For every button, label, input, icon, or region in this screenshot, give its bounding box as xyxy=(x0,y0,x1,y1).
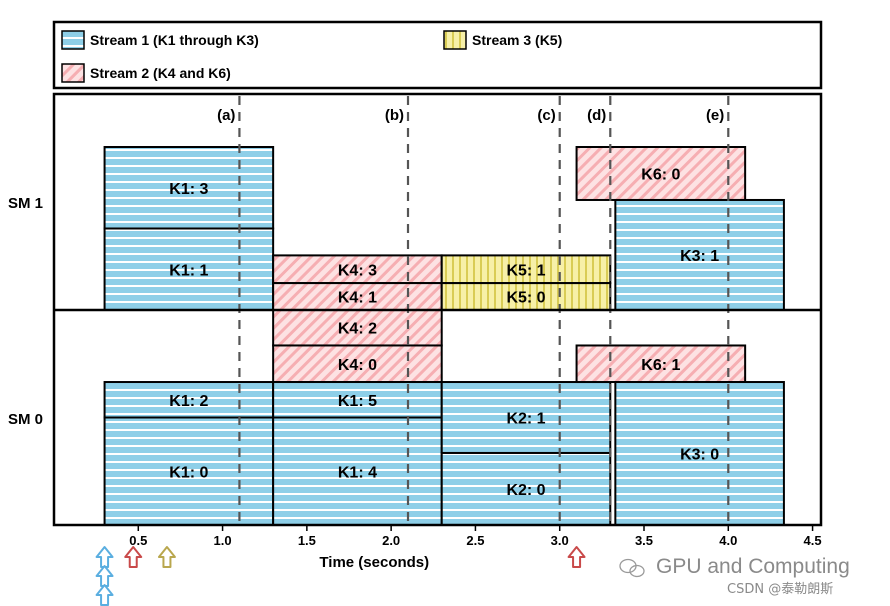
task-label: K1: 5 xyxy=(338,393,377,410)
launch-arrows xyxy=(95,546,586,606)
legend-label: Stream 3 (K5) xyxy=(472,32,562,48)
task-label: K1: 2 xyxy=(169,393,208,410)
watermark-credit: CSDN @泰勒朗斯 xyxy=(727,582,833,597)
task-label: K5: 0 xyxy=(506,290,545,307)
annotation-label: (c) xyxy=(537,107,555,124)
task-bar xyxy=(440,254,612,285)
legend-swatch xyxy=(443,30,467,50)
legend-label: Stream 1 (K1 through K3) xyxy=(90,32,259,48)
task-bar xyxy=(103,381,275,419)
task-label: K5: 1 xyxy=(506,262,545,279)
x-tick-label: 3.0 xyxy=(551,533,569,548)
chart-legend: Stream 1 (K1 through K3) Stream 3 (K5) Str… xyxy=(52,20,823,90)
annotation-label: (b) xyxy=(385,107,404,124)
task-label: K6: 0 xyxy=(641,166,680,183)
task-bar xyxy=(575,146,747,201)
annotation-label: (e) xyxy=(706,107,724,124)
task-bar xyxy=(575,344,747,384)
legend-swatch xyxy=(61,30,85,50)
task-label: K4: 3 xyxy=(338,262,377,279)
x-tick-label: 1.0 xyxy=(214,533,232,548)
row-labels: SM 1 SM 0 xyxy=(8,195,43,428)
task-bar xyxy=(614,381,785,526)
task-label: K2: 0 xyxy=(506,482,545,499)
x-axis-label: Time (seconds) xyxy=(319,554,429,571)
legend-label: Stream 2 (K4 and K6) xyxy=(90,65,231,81)
task-label: K3: 0 xyxy=(680,447,719,464)
task-label: K3: 1 xyxy=(680,248,719,265)
task-bar xyxy=(103,146,275,230)
task-label: K1: 0 xyxy=(169,464,208,481)
task-bars: K1: 3 K1: 1 K4: 3 K4: 1 K5: 1 K5: 0 K6: 0 K3: 1… xyxy=(103,146,785,527)
x-tick-label: 4.0 xyxy=(719,533,737,548)
launch-arrow xyxy=(95,546,114,568)
annotation-label: (a) xyxy=(217,107,235,124)
row-label: SM 0 xyxy=(8,411,43,428)
annotation-label: (d) xyxy=(587,107,606,124)
task-bar xyxy=(272,344,443,384)
task-label: K4: 2 xyxy=(338,321,377,338)
x-tick-label: 2.0 xyxy=(382,533,400,548)
task-label: K1: 1 xyxy=(169,262,208,279)
x-tick-label: 4.5 xyxy=(804,533,822,548)
task-label: K6: 1 xyxy=(641,357,680,374)
launch-arrow xyxy=(157,546,176,568)
x-tick-label: 3.5 xyxy=(635,533,653,548)
task-bar xyxy=(272,416,443,526)
task-label: K4: 1 xyxy=(338,290,377,307)
task-label: K2: 1 xyxy=(506,411,545,428)
task-bar xyxy=(440,451,612,527)
legend-swatch xyxy=(61,63,85,83)
row-label: SM 1 xyxy=(8,195,43,212)
x-tick-label: 0.5 xyxy=(129,533,147,548)
wechat-icon xyxy=(619,558,645,578)
launch-arrow xyxy=(124,546,143,568)
launch-arrow xyxy=(95,565,114,587)
watermark: GPU and Computing CSDN @泰勒朗斯 xyxy=(619,555,850,597)
task-label: K1: 4 xyxy=(338,464,377,481)
task-label: K4: 0 xyxy=(338,357,377,374)
task-bar xyxy=(614,198,785,312)
x-tick-label: 1.5 xyxy=(298,533,316,548)
launch-arrow xyxy=(95,584,114,606)
legend-box xyxy=(52,20,823,90)
launch-arrow xyxy=(567,546,586,568)
task-label: K1: 3 xyxy=(169,181,208,198)
frame-lines xyxy=(52,92,823,527)
watermark-title: GPU and Computing xyxy=(656,555,850,578)
x-tick-label: 2.5 xyxy=(466,533,484,548)
